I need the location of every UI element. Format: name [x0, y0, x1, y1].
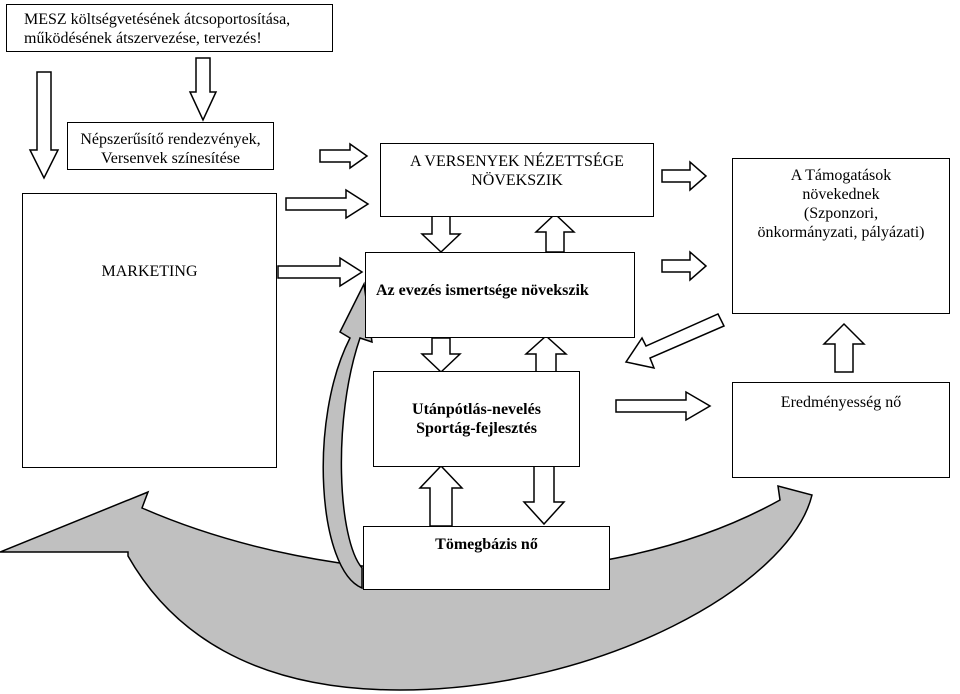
support-line-3: (Szponzori, — [803, 205, 879, 222]
results-label: Eredményesség nő — [780, 394, 902, 411]
title-line-1: MESZ költségvetésének átcsoportosítása, — [24, 11, 291, 28]
support-line-2: növekednek — [802, 186, 880, 203]
up-arrow-youth — [524, 334, 568, 373]
awareness-box: Az evezés ismertsége növekszik — [365, 252, 635, 338]
right-arrow-prestige — [661, 160, 708, 192]
down-arrow-youth — [522, 465, 566, 526]
up-arrow-results — [822, 322, 866, 373]
prestige-line-2: NÖVEKSZIK — [471, 172, 563, 189]
up-arrow-mass — [418, 464, 464, 527]
mass-box: Tömegbázis nő — [363, 526, 610, 590]
support-line-4: önkormányzati, pályázati) — [757, 224, 925, 241]
marketing-label: MARKETING — [101, 263, 198, 280]
right-arrow-awareness — [661, 250, 708, 282]
events-line-1: Népszerűsítő rendezvények, — [80, 131, 261, 148]
right-arrow-marketing-bottom — [277, 256, 364, 288]
marketing-curved-arrow — [322, 281, 373, 590]
up-arrow-awareness — [534, 212, 576, 253]
prestige-line-1: A VERSENYEK NÉZETTSÉGE — [410, 153, 624, 170]
youth-line-1: Utánpótlás-nevelés — [412, 401, 541, 418]
mass-label: Tömegbázis nő — [435, 536, 538, 553]
right-arrow-events — [319, 142, 369, 170]
support-line-1: A Támogatások — [790, 167, 892, 184]
results-box: Eredményesség nő — [732, 382, 950, 478]
marketing-box: MARKETING — [22, 193, 277, 468]
right-arrow-marketing-top — [285, 188, 370, 220]
down-arrow-title — [188, 57, 218, 122]
awareness-label: Az evezés ismertsége növekszik — [376, 282, 589, 299]
events-box: Népszerűsítő rendezvények, Versenvek szí… — [67, 122, 274, 170]
youth-box: Utánpótlás-nevelés Sportág-fejlesztés — [373, 371, 580, 467]
youth-line-2: Sportág-fejlesztés — [416, 420, 537, 437]
title-box: MESZ költségvetésének átcsoportosítása, … — [6, 4, 333, 52]
down-arrow-left — [28, 71, 60, 180]
diagonal-arrow-support — [624, 313, 726, 370]
support-box: A Támogatások növekednek (Szponzori, önk… — [732, 158, 950, 314]
down-arrow-prestige — [420, 215, 462, 254]
title-line-2: működésének átszervezése, tervezés! — [24, 30, 262, 47]
down-arrow-awareness — [420, 337, 462, 374]
events-line-2: Versenvek színesítése — [100, 150, 241, 167]
prestige-box: A VERSENYEK NÉZETTSÉGE NÖVEKSZIK — [380, 143, 654, 217]
right-arrow-youth — [615, 390, 712, 422]
